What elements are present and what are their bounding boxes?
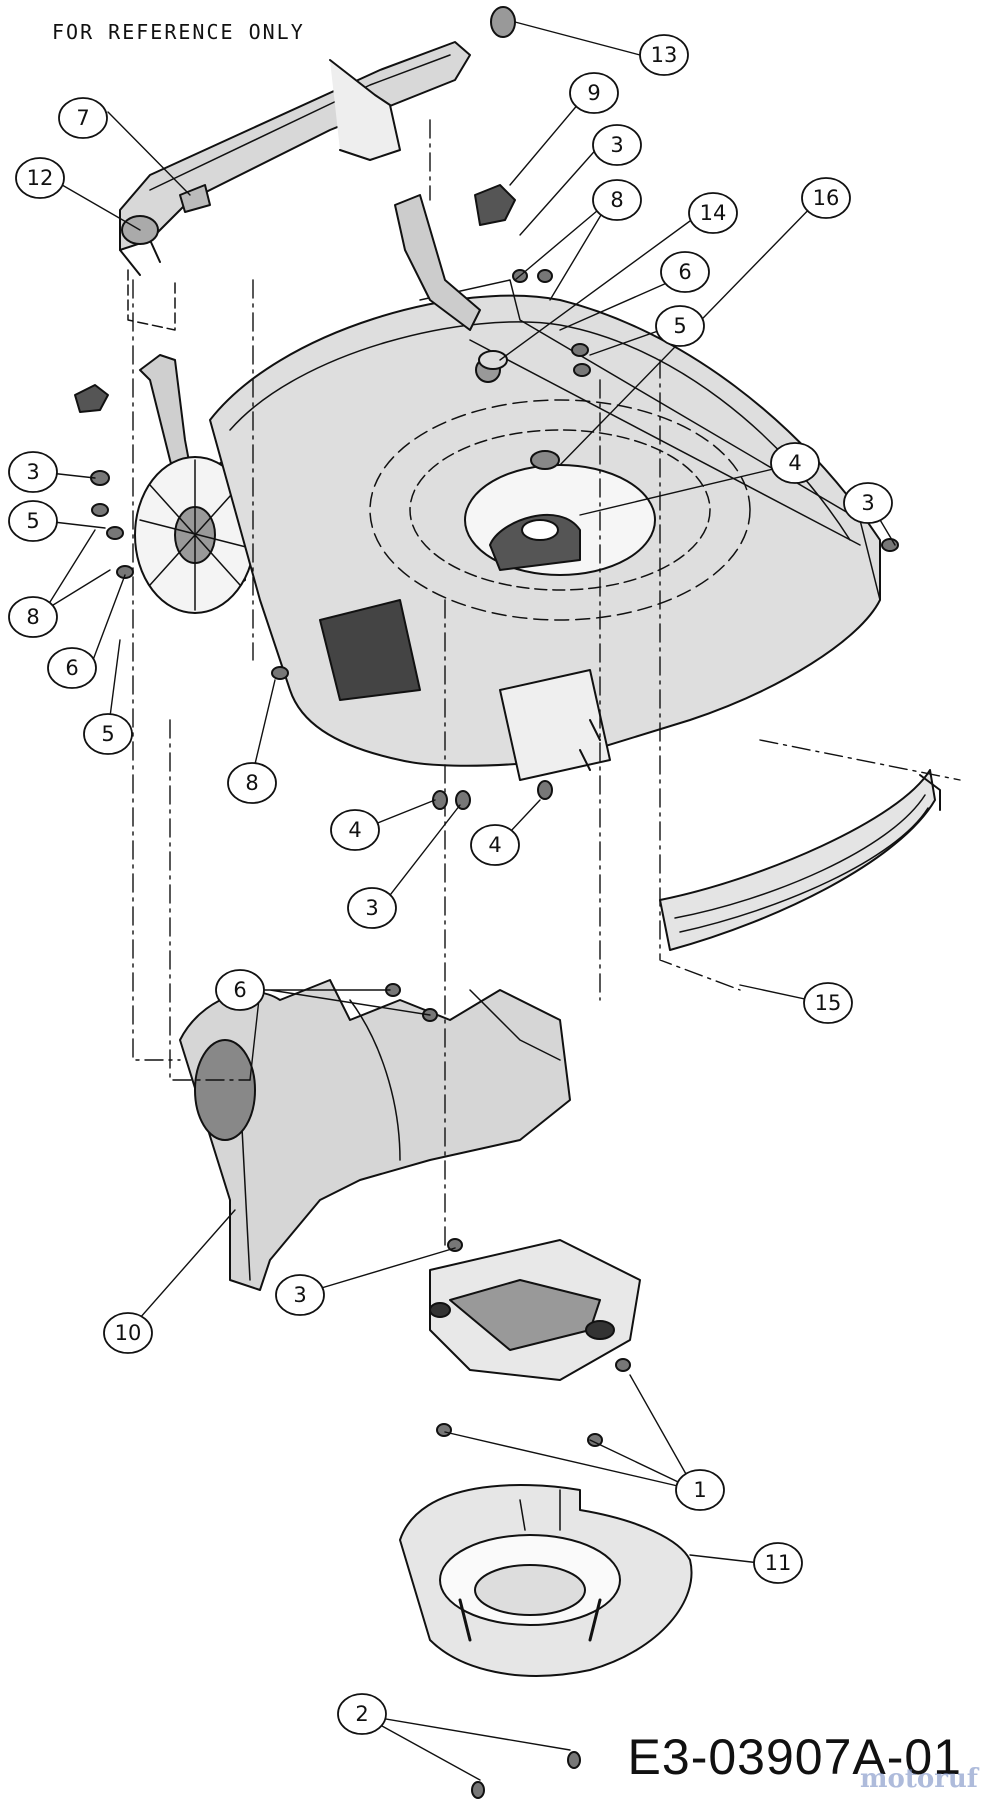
callout-label: 15 xyxy=(815,991,842,1015)
callout-circle xyxy=(347,887,397,929)
callout-circle xyxy=(843,482,893,524)
callout-circle xyxy=(569,72,619,114)
callout-label: 5 xyxy=(673,314,686,338)
callout-8: 8 xyxy=(227,762,277,804)
callout-circle xyxy=(15,157,65,199)
callout-1: 1 xyxy=(675,1469,725,1511)
callout-5: 5 xyxy=(655,305,705,347)
callout-label: 3 xyxy=(610,133,623,157)
callout-circle xyxy=(103,1312,153,1354)
callout-circle xyxy=(8,596,58,638)
callout-circle xyxy=(688,192,738,234)
discharge-chute-part xyxy=(179,979,571,1291)
callout-circle xyxy=(8,500,58,542)
callout-circle xyxy=(58,97,108,139)
callout-label: 3 xyxy=(861,491,874,515)
callout-3: 3 xyxy=(843,482,893,524)
watermark-logo: motoruf xyxy=(860,1764,978,1794)
callout-label: 5 xyxy=(101,722,114,746)
callout-3: 3 xyxy=(592,124,642,166)
callout-label: 6 xyxy=(233,978,246,1002)
callout-label: 3 xyxy=(26,460,39,484)
fasteners xyxy=(90,269,899,1799)
callout-16: 16 xyxy=(801,177,851,219)
callout-3: 3 xyxy=(347,887,397,929)
callout-13: 13 xyxy=(639,34,689,76)
callout-9: 9 xyxy=(569,72,619,114)
callout-circle xyxy=(753,1542,803,1584)
callout-circle xyxy=(801,177,851,219)
callout-label: 5 xyxy=(26,509,39,533)
callout-label: 2 xyxy=(355,1702,368,1726)
callout-label: 1 xyxy=(693,1478,706,1502)
drawing-number: E3-03907A-01 xyxy=(627,1729,962,1785)
callout-label: 8 xyxy=(245,771,258,795)
callout-circle xyxy=(639,34,689,76)
callout-label: 3 xyxy=(365,896,378,920)
callout-circle xyxy=(803,982,853,1024)
callout-label: 4 xyxy=(488,833,501,857)
callout-circle xyxy=(660,251,710,293)
callout-5: 5 xyxy=(8,500,58,542)
callout-4: 4 xyxy=(470,824,520,866)
callout-label: 8 xyxy=(610,188,623,212)
callout-circle xyxy=(330,809,380,851)
callout-circle xyxy=(227,762,277,804)
callout-circle xyxy=(592,179,642,221)
callout-label: 4 xyxy=(788,451,801,475)
callout-label: 6 xyxy=(65,656,78,680)
callout-label: 3 xyxy=(293,1283,306,1307)
callout-3: 3 xyxy=(275,1274,325,1316)
callout-8: 8 xyxy=(592,179,642,221)
callout-6: 6 xyxy=(215,969,265,1011)
callout-circle xyxy=(215,969,265,1011)
callout-10: 10 xyxy=(103,1312,153,1354)
callout-circle xyxy=(275,1274,325,1316)
callout-label: 10 xyxy=(115,1321,142,1345)
mower-deck xyxy=(209,279,881,781)
mulching-bowl-part xyxy=(399,1484,693,1677)
callout-label: 13 xyxy=(651,43,678,67)
callout-label: 7 xyxy=(76,106,89,130)
callout-circle xyxy=(470,824,520,866)
callout-label: 9 xyxy=(587,81,600,105)
callout-circle xyxy=(592,124,642,166)
callout-15: 15 xyxy=(803,982,853,1024)
callout-14: 14 xyxy=(688,192,738,234)
callout-label: 14 xyxy=(700,201,727,225)
handle-bracket-right xyxy=(394,184,516,383)
rear-flap-part xyxy=(659,769,941,951)
callout-6: 6 xyxy=(47,647,97,689)
callout-circle xyxy=(337,1693,387,1735)
callout-circle xyxy=(675,1469,725,1511)
upper-handle-part xyxy=(119,6,516,331)
assembly-guide-lines xyxy=(132,119,961,1251)
left-wheel-assembly xyxy=(74,354,256,614)
callout-circle xyxy=(47,647,97,689)
callout-4: 4 xyxy=(330,809,380,851)
callout-7: 7 xyxy=(58,97,108,139)
callout-4: 4 xyxy=(770,442,820,484)
callout-2: 2 xyxy=(337,1693,387,1735)
callout-label: 8 xyxy=(26,605,39,629)
callout-6: 6 xyxy=(660,251,710,293)
callout-circle xyxy=(770,442,820,484)
callout-circle xyxy=(83,713,133,755)
blade-adapter-part xyxy=(429,1239,641,1381)
callout-5: 5 xyxy=(83,713,133,755)
callout-11: 11 xyxy=(753,1542,803,1584)
callout-8: 8 xyxy=(8,596,58,638)
callout-3: 3 xyxy=(8,451,58,493)
callout-circle xyxy=(8,451,58,493)
callout-label: 11 xyxy=(765,1551,792,1575)
callout-12: 12 xyxy=(15,157,65,199)
callout-label: 6 xyxy=(678,260,691,284)
callout-circle xyxy=(655,305,705,347)
callout-label: 4 xyxy=(348,818,361,842)
reference-note: FOR REFERENCE ONLY xyxy=(52,20,305,44)
callout-label: 12 xyxy=(27,166,54,190)
callout-label: 16 xyxy=(813,186,840,210)
